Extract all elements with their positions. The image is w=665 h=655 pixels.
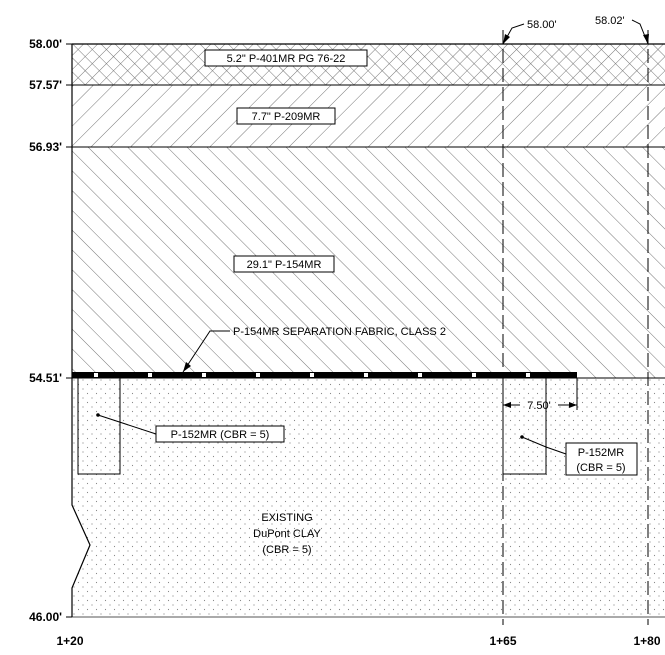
subgrade-right-label-2: (CBR = 5) [576, 462, 625, 474]
top-callout-left: 58.00' [527, 19, 557, 31]
existing-line-1: EXISTING [261, 512, 312, 524]
callout-arrow-right [643, 34, 649, 44]
existing-line-3: (CBR = 5) [262, 544, 311, 556]
fabric-gaps [94, 373, 530, 377]
surface-label: 5.2" P-401MR PG 76-22 [227, 53, 346, 65]
subbase-label-box [233, 255, 335, 273]
base-label-box [236, 107, 336, 125]
subbase-label: 29.1" P-154MR [247, 259, 322, 271]
callout-leader-right [631, 19, 649, 45]
subgrade-leader-right [521, 436, 567, 455]
elevation-label-54-51: 54.51' [29, 371, 62, 385]
subgrade-left-label-box [155, 425, 285, 443]
break-line [71, 378, 91, 617]
station-label-1-80: 1+80 [633, 634, 660, 648]
subgrade-trench-left [77, 377, 121, 475]
subgrade-trench-right [502, 377, 547, 475]
base-layer [72, 85, 665, 147]
base-label: 7.7" P-209MR [252, 111, 321, 123]
existing-clay-region [72, 378, 665, 617]
existing-line-2: DuPont CLAY [253, 528, 321, 540]
elevation-label-46-00: 46.00' [29, 610, 62, 624]
subgrade-right-label-box [565, 442, 638, 476]
separation-fabric [72, 372, 577, 378]
surface-label-box [204, 49, 368, 67]
station-label-1-20: 1+20 [56, 634, 83, 648]
callout-leader-left [502, 23, 525, 45]
fabric-leader [182, 330, 230, 373]
dimension-label: 7.50' [527, 400, 551, 412]
elevation-label-57-57: 57.57' [29, 78, 62, 92]
elevation-label-58-00: 58.00' [29, 37, 62, 51]
elevation-ticks [66, 43, 72, 618]
dimension-arrow-right [569, 402, 577, 408]
dimension-arrow-left [503, 402, 511, 408]
elevation-label-56-93: 56.93' [29, 140, 62, 154]
fabric-note: P-154MR SEPARATION FABRIC, CLASS 2 [233, 326, 446, 338]
subgrade-dot-right [520, 435, 524, 439]
subbase-layer [72, 147, 665, 378]
fabric-leader-arrow [183, 362, 191, 372]
callout-arrow-left [503, 34, 510, 44]
subgrade-dot-left [96, 413, 100, 417]
top-callout-right: 58.02' [595, 15, 625, 27]
subgrade-left-label: P-152MR (CBR = 5) [171, 429, 270, 441]
subgrade-right-label-1: P-152MR [578, 447, 625, 459]
surface-layer-cross [72, 44, 665, 85]
station-label-1-65: 1+65 [489, 634, 516, 648]
subgrade-leader-left [97, 414, 157, 435]
